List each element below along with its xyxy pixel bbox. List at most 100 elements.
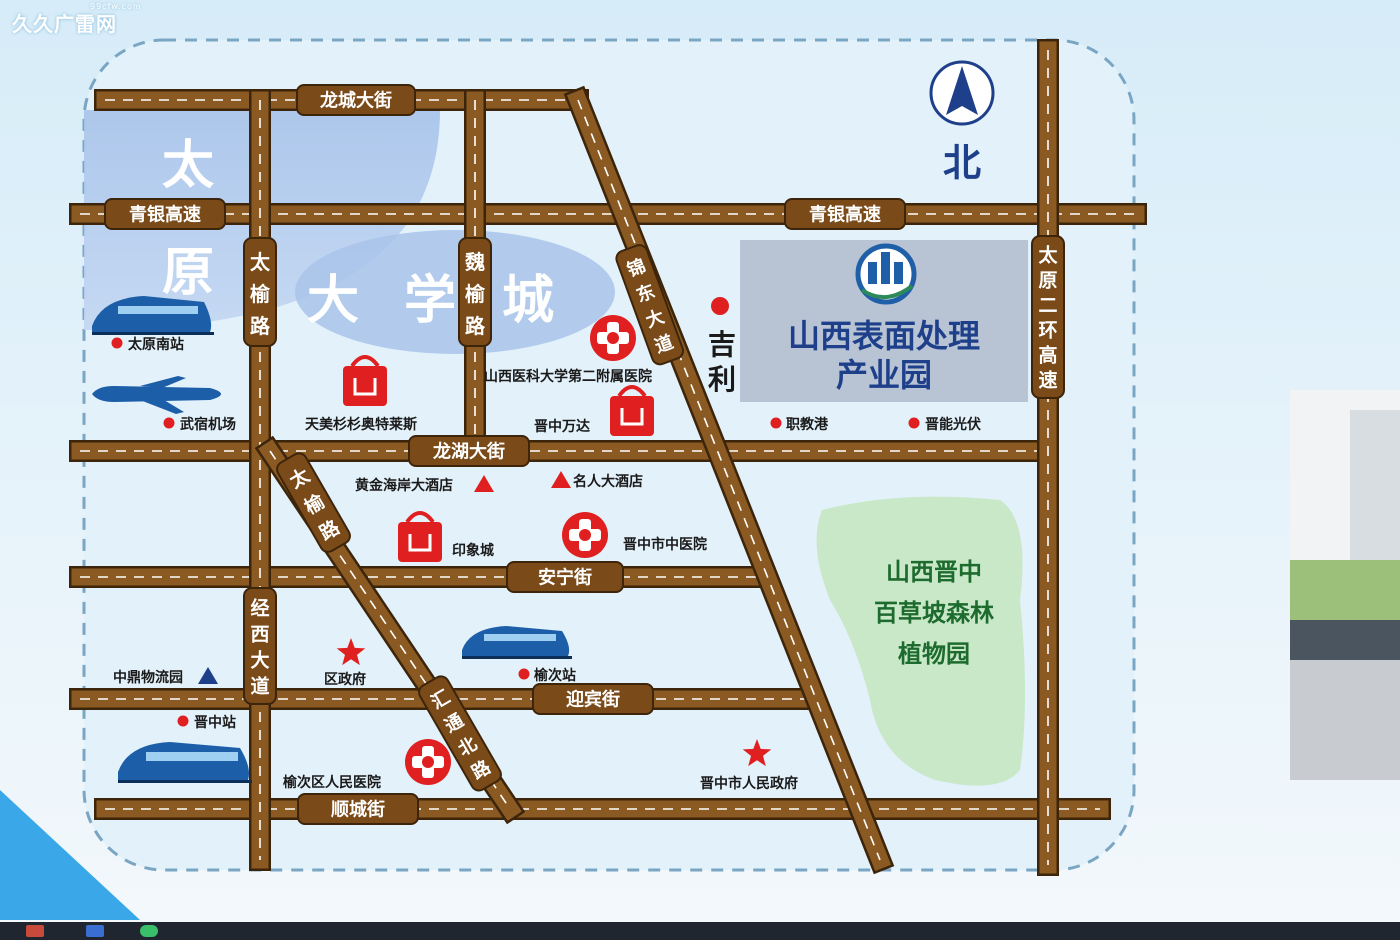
background	[0, 390, 1400, 920]
road-label-text: 龙城大街	[320, 89, 392, 111]
road-label-text: 迎宾街	[566, 688, 620, 710]
forest-line3: 植物园	[898, 640, 970, 668]
poi-triangle-icon	[551, 471, 571, 488]
shopping-bag-icon	[398, 511, 442, 562]
taskbar	[0, 922, 1400, 940]
poi-wusu-airport: 武宿机场	[180, 416, 236, 433]
poi-jinzhong-station: 晋中站	[194, 714, 236, 731]
road-label: 迎宾街	[532, 683, 654, 715]
road-label-bg	[243, 587, 277, 705]
train-icon	[118, 742, 252, 783]
poi-yuci-station: 榆次站	[534, 667, 576, 684]
hospital-icon	[562, 512, 608, 558]
road-label: 青银高速	[784, 198, 906, 230]
poi-zhijiao: 职教港	[786, 416, 829, 433]
road-label-char: 西	[250, 623, 269, 645]
corner-wedge	[0, 790, 140, 920]
airplane-icon	[92, 376, 221, 414]
road-label-bg	[243, 237, 277, 347]
road-label: 青银高速	[104, 198, 226, 230]
road-label-bg	[408, 435, 530, 467]
hospital-icon	[405, 739, 451, 785]
poi-shi-zhengfu: 晋中市人民政府	[700, 775, 798, 792]
road-label-char: 环	[1038, 320, 1057, 342]
road-label-char: 经	[250, 596, 269, 619]
road-label-char: 高	[1038, 344, 1057, 367]
poi-wanda: 晋中万达	[534, 418, 590, 435]
road-label: 顺城街	[297, 793, 419, 825]
poi-yike-hospital: 山西医科大学第二附属医院	[484, 368, 652, 385]
road-label-text: 安宁街	[538, 566, 592, 588]
taskbar-app-icon[interactable]	[140, 925, 158, 937]
road-label: 龙湖大街	[408, 435, 530, 467]
forest-line1: 山西晋中	[886, 558, 982, 586]
road-label-char: 道	[250, 674, 269, 697]
poi-huangjin-hotel: 黄金海岸大酒店	[355, 477, 453, 494]
district-taiyuan-1: 太	[162, 136, 214, 196]
road-surface	[566, 88, 892, 872]
road-label-char: 太	[1038, 244, 1058, 267]
road-label-bg	[1031, 235, 1065, 399]
road-label-bg	[276, 452, 351, 553]
taskbar-app-icon[interactable]	[26, 925, 44, 937]
jili-label-1: 吉	[708, 328, 736, 361]
poi-star-icon	[742, 739, 772, 767]
watermark-text: 久久广雷网	[12, 12, 117, 36]
road-label-bg	[506, 561, 624, 593]
road-label-bg	[532, 683, 654, 715]
poi-zhongyi: 晋中市中医院	[623, 536, 707, 553]
shopping-bag-icon	[343, 355, 387, 406]
park-name-line1: 山西表面处理	[788, 317, 980, 355]
jili-marker-icon	[711, 297, 729, 315]
compass-north-label: 北	[943, 141, 981, 185]
road-labels: 龙城大街青银高速青银高速龙湖大街安宁街迎宾街顺城街太榆路魏榆路经西大道太原二环高…	[104, 84, 1065, 825]
poi-dot-icon	[770, 417, 782, 429]
road-label-vertical: 太榆路	[276, 452, 351, 553]
road-label-char: 魏	[464, 250, 485, 274]
poi-labels: 太原南站 武宿机场 天美杉杉奥特莱斯 山西医科大学第二附属医院 晋中万达 职教港…	[113, 336, 981, 792]
poi-taiyuan-south: 太原南站	[128, 336, 184, 353]
road-label-bg	[458, 237, 492, 347]
road-label-text: 青银高速	[809, 203, 881, 225]
poi-dot-icon	[177, 715, 189, 727]
road-label: 安宁街	[506, 561, 624, 593]
shopping-bag-icon	[610, 385, 654, 436]
taskbar-app-icon[interactable]	[86, 925, 104, 937]
road-label-bg	[296, 84, 416, 116]
district-university-1: 大	[307, 271, 359, 331]
road-label-char: 榆	[465, 282, 486, 306]
road-label-char: 大	[250, 648, 269, 671]
poi-tianmei: 天美杉杉奥特莱斯	[305, 416, 417, 433]
road-label-char: 原	[1038, 270, 1057, 292]
road-label-text: 顺城街	[331, 798, 385, 820]
jili-label-2: 利	[708, 363, 736, 396]
poi-dot-icon	[111, 337, 123, 349]
watermark-sub: 99cfw.com	[90, 2, 142, 11]
road-label: 龙城大街	[296, 84, 416, 116]
poi-star-icon	[336, 638, 366, 666]
poi-triangle-icon	[474, 475, 494, 492]
road-label-bg	[297, 793, 419, 825]
poi-zhongding: 中鼎物流园	[113, 669, 183, 686]
train-icon	[462, 626, 572, 659]
park-name-line2: 产业园	[836, 356, 932, 394]
north-compass: 北	[929, 60, 995, 185]
poi-yinxiang: 印象城	[452, 542, 494, 559]
watermark: 久久广雷网 99cfw.com	[12, 2, 141, 37]
road-label-char: 速	[1038, 369, 1057, 392]
road-label-char: 太	[250, 250, 271, 274]
road-label-bg	[784, 198, 906, 230]
forest-park	[816, 496, 1025, 786]
train-icon	[92, 296, 214, 335]
poi-mingren-hotel: 名人大酒店	[573, 473, 643, 490]
poi-dot-icon	[163, 417, 175, 429]
forest-line2: 百草坡森林	[874, 599, 994, 627]
road-label-char: 路	[465, 314, 486, 338]
road-label-bg	[615, 244, 685, 366]
road-label-char: 榆	[250, 282, 271, 306]
poi-layer	[111, 315, 920, 785]
